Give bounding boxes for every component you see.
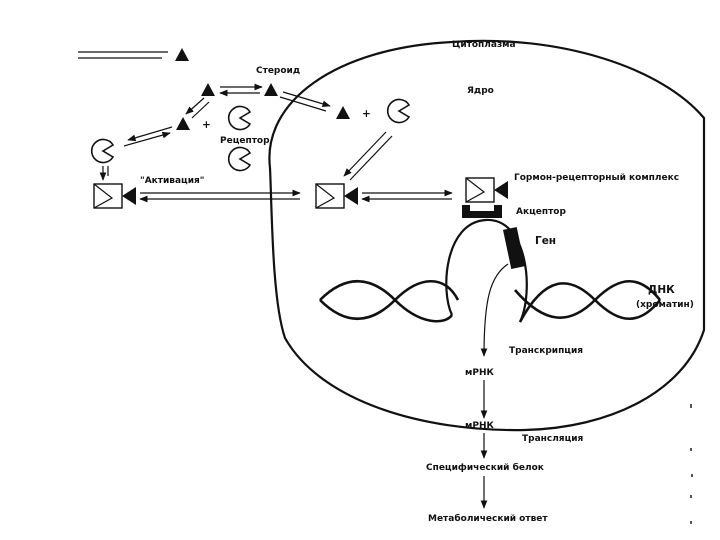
steroid-triangle-icon	[264, 83, 278, 96]
mrna-cytoplasm-label: мРНК	[465, 421, 494, 431]
activation-label: "Активация"	[140, 176, 205, 186]
gene-label: Ген	[535, 235, 556, 247]
hormone-receptor-complex-icon	[93, 183, 137, 209]
hormone-receptor-complex-icon	[315, 183, 359, 209]
receptor-label: Рецептор	[220, 136, 270, 146]
metabolic-response-label: Метаболический ответ	[428, 513, 548, 524]
steroid-triangle-icon	[336, 106, 350, 119]
complex-to-acceptor-arrows	[361, 189, 453, 203]
entering-arrow	[78, 51, 168, 59]
binding-arrows	[123, 126, 173, 147]
cytoplasm-label: Цитоплазма	[452, 40, 516, 50]
complex-translocation-arrows	[139, 189, 301, 203]
steroid-triangle-icon	[175, 48, 189, 61]
dna-loop	[445, 218, 528, 323]
dna-label: ДНК	[648, 284, 675, 296]
nucleus-membrane	[268, 39, 706, 432]
chromatin-label: (хроматин)	[636, 300, 694, 310]
receptor-pacman-icon	[227, 105, 251, 131]
acceptor-icon	[462, 205, 502, 218]
transcription-arrow	[480, 263, 509, 357]
receptor-pacman-icon	[386, 98, 410, 124]
receptor-pacman-icon	[90, 138, 114, 164]
plus-sign-left: +	[202, 119, 211, 131]
steroid-triangle-icon	[201, 83, 215, 96]
transcription-label: Транскрипция	[509, 346, 583, 356]
steroid-triangle-icon	[176, 117, 190, 130]
steroid-nuclear-entry-arrows	[279, 91, 331, 112]
hormone-receptor-complex-label: Гормон-рецепторный комплекс	[514, 173, 679, 183]
scan-specks	[690, 404, 693, 524]
translation-label: Трансляция	[522, 434, 584, 444]
mrna-nucleus-label: мРНК	[465, 368, 494, 378]
steroid-equilibrium-arrows	[219, 83, 263, 97]
acceptor-label: Акцептор	[516, 207, 566, 217]
activation-down-arrows	[99, 166, 109, 181]
receptor-pacman-icon	[227, 146, 251, 172]
steroid-to-binding-arrows	[185, 97, 210, 119]
plus-sign-right: +	[362, 108, 371, 120]
specific-protein-label: Специфический белок	[426, 462, 544, 473]
nuclear-binding-arrows	[343, 131, 393, 181]
dna-helix	[319, 279, 662, 323]
gene-segment-icon	[502, 226, 526, 270]
steroid-label: Стероид	[256, 66, 300, 76]
nucleus-label: Ядро	[467, 86, 494, 96]
hormone-receptor-complex-icon	[465, 177, 509, 203]
